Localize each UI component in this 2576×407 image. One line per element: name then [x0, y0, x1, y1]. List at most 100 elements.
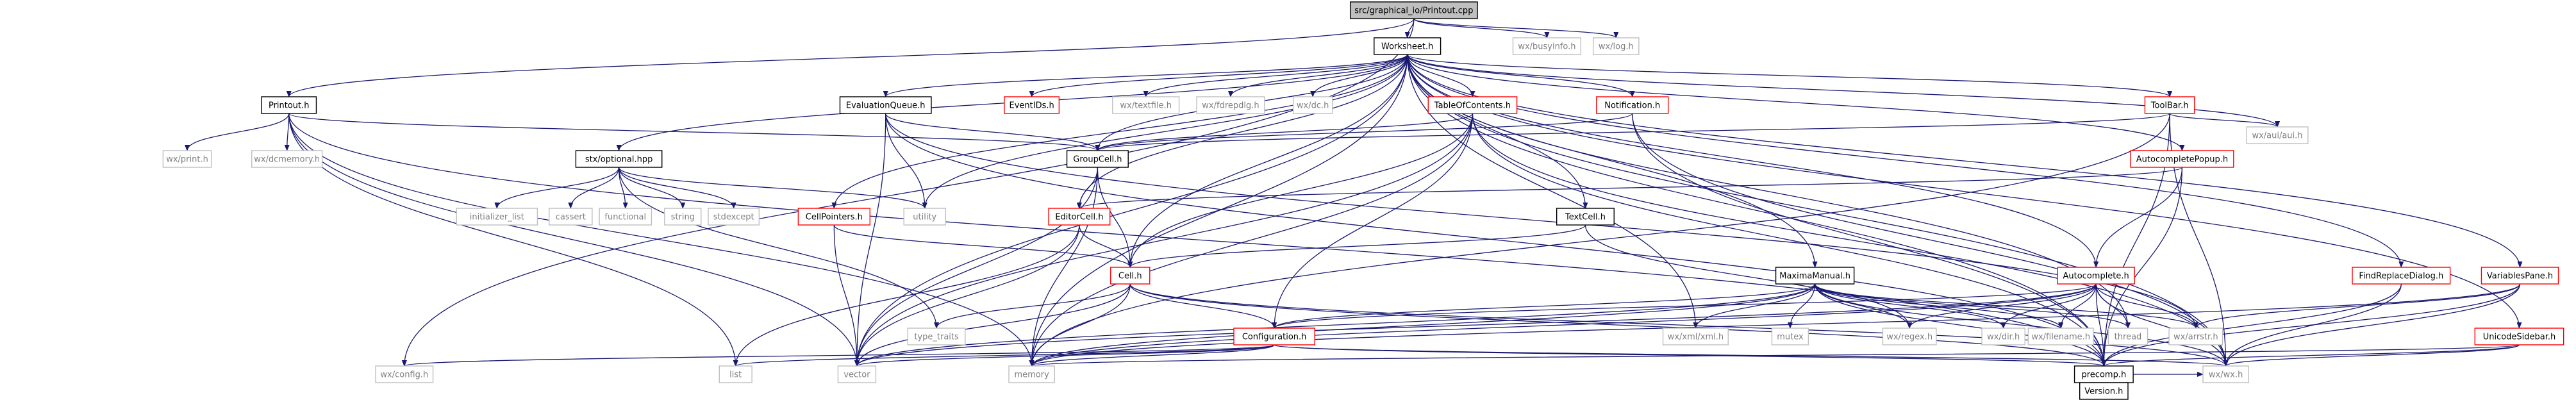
node-eventids[interactable]: EventIDs.h	[1004, 96, 1060, 114]
node-editorcell[interactable]: EditorCell.h	[1048, 208, 1111, 226]
edge-groupcell-to-vector	[854, 167, 1099, 367]
edge-varspane-to-precomp	[2101, 283, 2521, 367]
node-box	[1512, 37, 1582, 55]
edge-worksheet-to-textcell	[1407, 54, 1588, 209]
edge-maximamanual-to-memory	[1029, 283, 1816, 367]
node-worksheet[interactable]: Worksheet.h	[1374, 37, 1442, 55]
edge-unicodesidebar-to-wxwx	[2223, 344, 2520, 367]
edge-cellh-to-precomp	[1129, 283, 2107, 367]
node-groupcell[interactable]: GroupCell.h	[1066, 150, 1129, 168]
node-wxprint: wx/print.h	[162, 150, 212, 168]
edge-evalqueue-to-vector	[854, 113, 886, 367]
node-varspane[interactable]: VariablesPane.h	[2480, 267, 2559, 285]
node-printout[interactable]: Printout.h	[261, 96, 317, 114]
node-label: UnicodeSidebar.h	[2483, 333, 2556, 342]
edge-autocomplete-to-precomp	[2095, 283, 2107, 367]
node-box	[1048, 208, 1111, 226]
node-list: list	[719, 365, 752, 383]
node-notification[interactable]: Notification.h	[1596, 96, 1669, 114]
edge-printout-to-groupcell	[288, 113, 1101, 151]
edge-cellpointers-to-vector	[833, 224, 860, 367]
node-box	[375, 365, 434, 383]
node-label: wx/log.h	[1599, 42, 1634, 52]
node-version[interactable]: Version.h	[2079, 382, 2129, 400]
node-textcell[interactable]: TextCell.h	[1556, 208, 1615, 226]
node-label: wx/print.h	[166, 155, 208, 165]
node-configuration[interactable]: Configuration.h	[1233, 328, 1315, 345]
edge-toc-to-wxwx	[1472, 113, 2229, 367]
node-label: Cell.h	[1118, 272, 1142, 281]
edge-findreplace-to-precomp	[2101, 283, 2402, 367]
node-evalqueue[interactable]: EvaluationQueue.h	[839, 96, 932, 114]
edge-worksheet-to-toc	[1407, 54, 1475, 97]
edge-worksheet-to-utility	[922, 54, 1408, 209]
edge-maximamanual-to-mutex	[1787, 283, 1816, 329]
node-box	[2352, 267, 2451, 285]
node-label: EditorCell.h	[1055, 213, 1103, 222]
node-label: wx/arrstr.h	[2173, 333, 2218, 342]
edge-worksheet-to-vector	[854, 54, 1408, 367]
node-label: initializer_list	[470, 213, 524, 222]
node-label: wx/dcmemory.h	[254, 155, 320, 165]
node-toolbar[interactable]: ToolBar.h	[2144, 96, 2195, 114]
edge-cellh-to-typetraits	[934, 283, 1131, 329]
node-cellh[interactable]: Cell.h	[1110, 267, 1151, 285]
node-box	[261, 96, 317, 114]
node-maximamanual[interactable]: MaximaManual.h	[1775, 267, 1855, 285]
node-label: string	[671, 213, 695, 222]
node-findreplace[interactable]: FindReplaceDialog.h	[2352, 267, 2451, 285]
edge-worksheet-to-notification	[1407, 54, 1635, 97]
node-unicodesidebar[interactable]: UnicodeSidebar.h	[2474, 328, 2564, 345]
edge-autocomplete-to-configuration	[1272, 283, 2097, 329]
node-filename: wx/filename.h	[2027, 328, 2094, 345]
node-label: FindReplaceDialog.h	[2359, 272, 2443, 281]
edge-cellh-to-memory	[1029, 283, 1131, 367]
node-label: utility	[913, 213, 936, 222]
edge-cellh-to-configuration	[1129, 283, 1277, 329]
edge-stxopt-to-utility	[618, 167, 927, 209]
node-autocomplete[interactable]: Autocomplete.h	[2057, 267, 2135, 285]
edge-cellh-to-wxwx	[1129, 283, 2229, 367]
node-autopopup[interactable]: AutocompletePopup.h	[2130, 150, 2234, 168]
node-box	[907, 328, 966, 345]
edge-cellh-to-vector	[854, 283, 1131, 367]
edge-printout-to-precomp	[288, 113, 2107, 367]
node-box	[797, 208, 871, 226]
node-box	[2130, 150, 2234, 168]
node-wxdc: wx/dc.h	[1292, 96, 1333, 114]
edge-groupcell-to-cellh	[1097, 167, 1133, 268]
node-stxopt[interactable]: stx/optional.hpp	[575, 150, 663, 168]
node-label: stdexcept	[713, 213, 754, 222]
node-box	[664, 208, 702, 226]
node-box	[2107, 328, 2148, 345]
edge-worksheet-to-autocomplete	[1407, 54, 2099, 268]
node-wxconfig: wx/config.h	[375, 365, 434, 383]
edge-maximamanual-to-precomp	[1814, 283, 2107, 367]
edge-stxopt-to-string	[618, 167, 686, 209]
edge-worksheet-to-findreplace	[1407, 54, 2404, 268]
edge-autocomplete-to-arrstr	[2095, 283, 2198, 329]
edge-worksheet-to-wxdc	[1310, 54, 1408, 97]
node-box	[1110, 267, 1151, 285]
node-label: ToolBar.h	[2150, 101, 2189, 111]
node-label: Configuration.h	[1242, 333, 1307, 342]
edge-editorcell-to-list	[733, 224, 1080, 367]
node-wxdir: wx/dir.h	[1981, 328, 2025, 345]
node-stdexcept: stdexcept	[708, 208, 760, 226]
node-cellpointers[interactable]: CellPointers.h	[797, 208, 871, 226]
edge-worksheet-to-cellpointers	[831, 54, 1408, 209]
node-toc[interactable]: TableOfContents.h	[1427, 96, 1518, 114]
edge-configuration-to-wxwx	[1274, 344, 2228, 367]
node-precomp[interactable]: precomp.h	[2073, 365, 2134, 383]
node-label: TableOfContents.h	[1434, 101, 1511, 111]
edge-varspane-to-wxwx	[2223, 283, 2521, 367]
node-label: AutocompletePopup.h	[2136, 155, 2228, 165]
node-label: Autocomplete.h	[2063, 272, 2129, 281]
edge-stxopt-to-typetraits	[618, 167, 940, 329]
edge-maximamanual-to-configuration	[1272, 283, 1816, 329]
node-label: CellPointers.h	[806, 213, 863, 222]
edge-printout-to-dcmemory	[284, 113, 290, 151]
edge-autopopup-to-precomp	[2101, 167, 2183, 367]
node-label: EventIDs.h	[1010, 101, 1054, 111]
